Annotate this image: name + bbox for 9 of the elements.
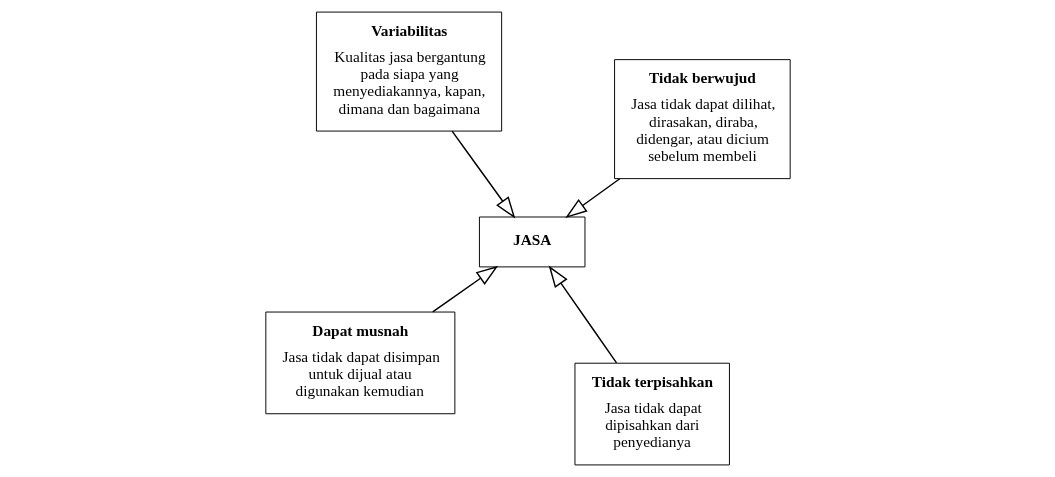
node-box: Variabilitas Kualitas jasa bergantung pada siapa yang menyediakannya, kapan, dimana dan bagaimana	[315, 11, 502, 132]
arrow	[450, 130, 515, 219]
arrow	[548, 265, 617, 364]
node-box: Tidak terpisahkan Jasa tidak dapat dipisahkan dari penyedianya	[574, 362, 730, 466]
node-box: JASA	[478, 216, 585, 268]
arrow	[431, 265, 498, 313]
arrow	[564, 178, 620, 219]
node-box: Dapat musnah Jasa tidak dapat disimpan untuk dijual atau digunakan kemudian	[264, 311, 455, 415]
node-box: Tidak berwujud Jasa tidak dapat dilihat, dirasakan, diraba, didengar, atau dicium sebelum membeli	[613, 59, 791, 180]
